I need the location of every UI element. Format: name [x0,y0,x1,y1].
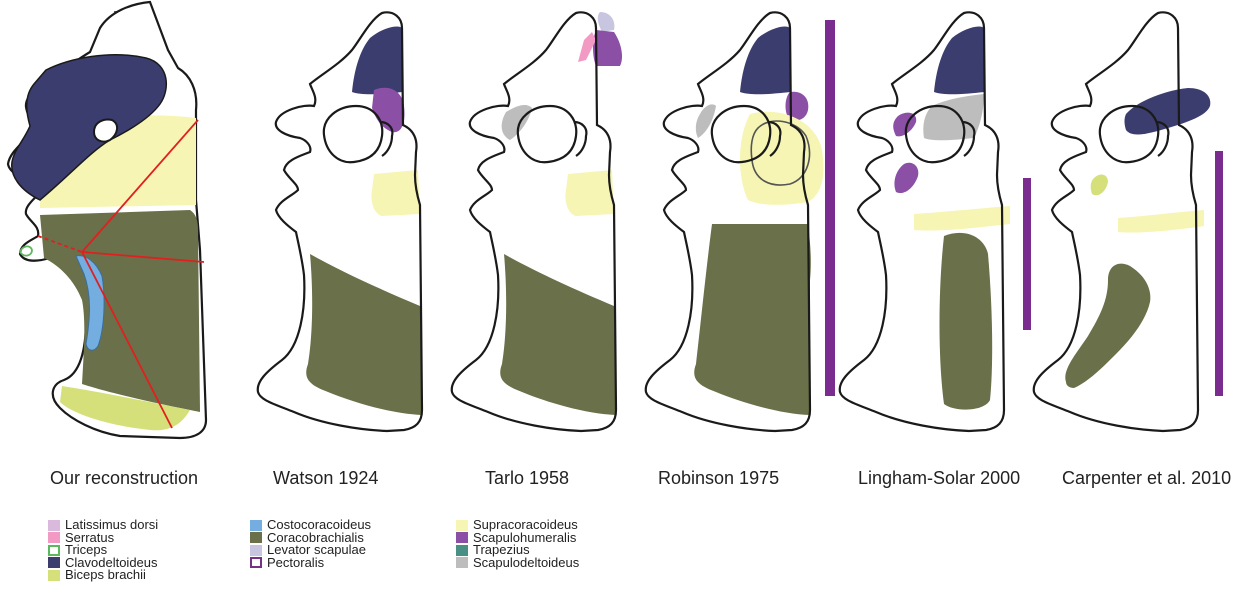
panel-caption: Robinson 1975 [658,468,779,489]
legend-swatch [250,557,262,568]
legend-swatch [250,532,262,543]
legend-label: Pectoralis [267,557,324,570]
legend-label: Scapulodeltoideus [473,557,579,570]
panel-caption: Tarlo 1958 [485,468,569,489]
legend-item: Scapulodeltoideus [456,557,579,570]
legend-swatch [250,520,262,531]
legend-swatch [48,557,60,568]
legend-swatch [48,520,60,531]
panel-caption: Lingham-Solar 2000 [858,468,1020,489]
legend-swatch [456,557,468,568]
legend-swatch [48,532,60,543]
legend-swatch [250,545,262,556]
panel-caption: Our reconstruction [50,468,198,489]
legend-item: Pectoralis [250,557,371,570]
legend-swatch [456,545,468,556]
legend-swatch [48,545,60,556]
legend-swatch [456,520,468,531]
panel-caption: Watson 1924 [273,468,378,489]
legend-item: Biceps brachii [48,569,158,582]
panel-caption: Carpenter et al. 2010 [1062,468,1231,489]
legend-swatch [456,532,468,543]
legend-swatch [48,570,60,581]
legend-label: Biceps brachii [65,569,146,582]
